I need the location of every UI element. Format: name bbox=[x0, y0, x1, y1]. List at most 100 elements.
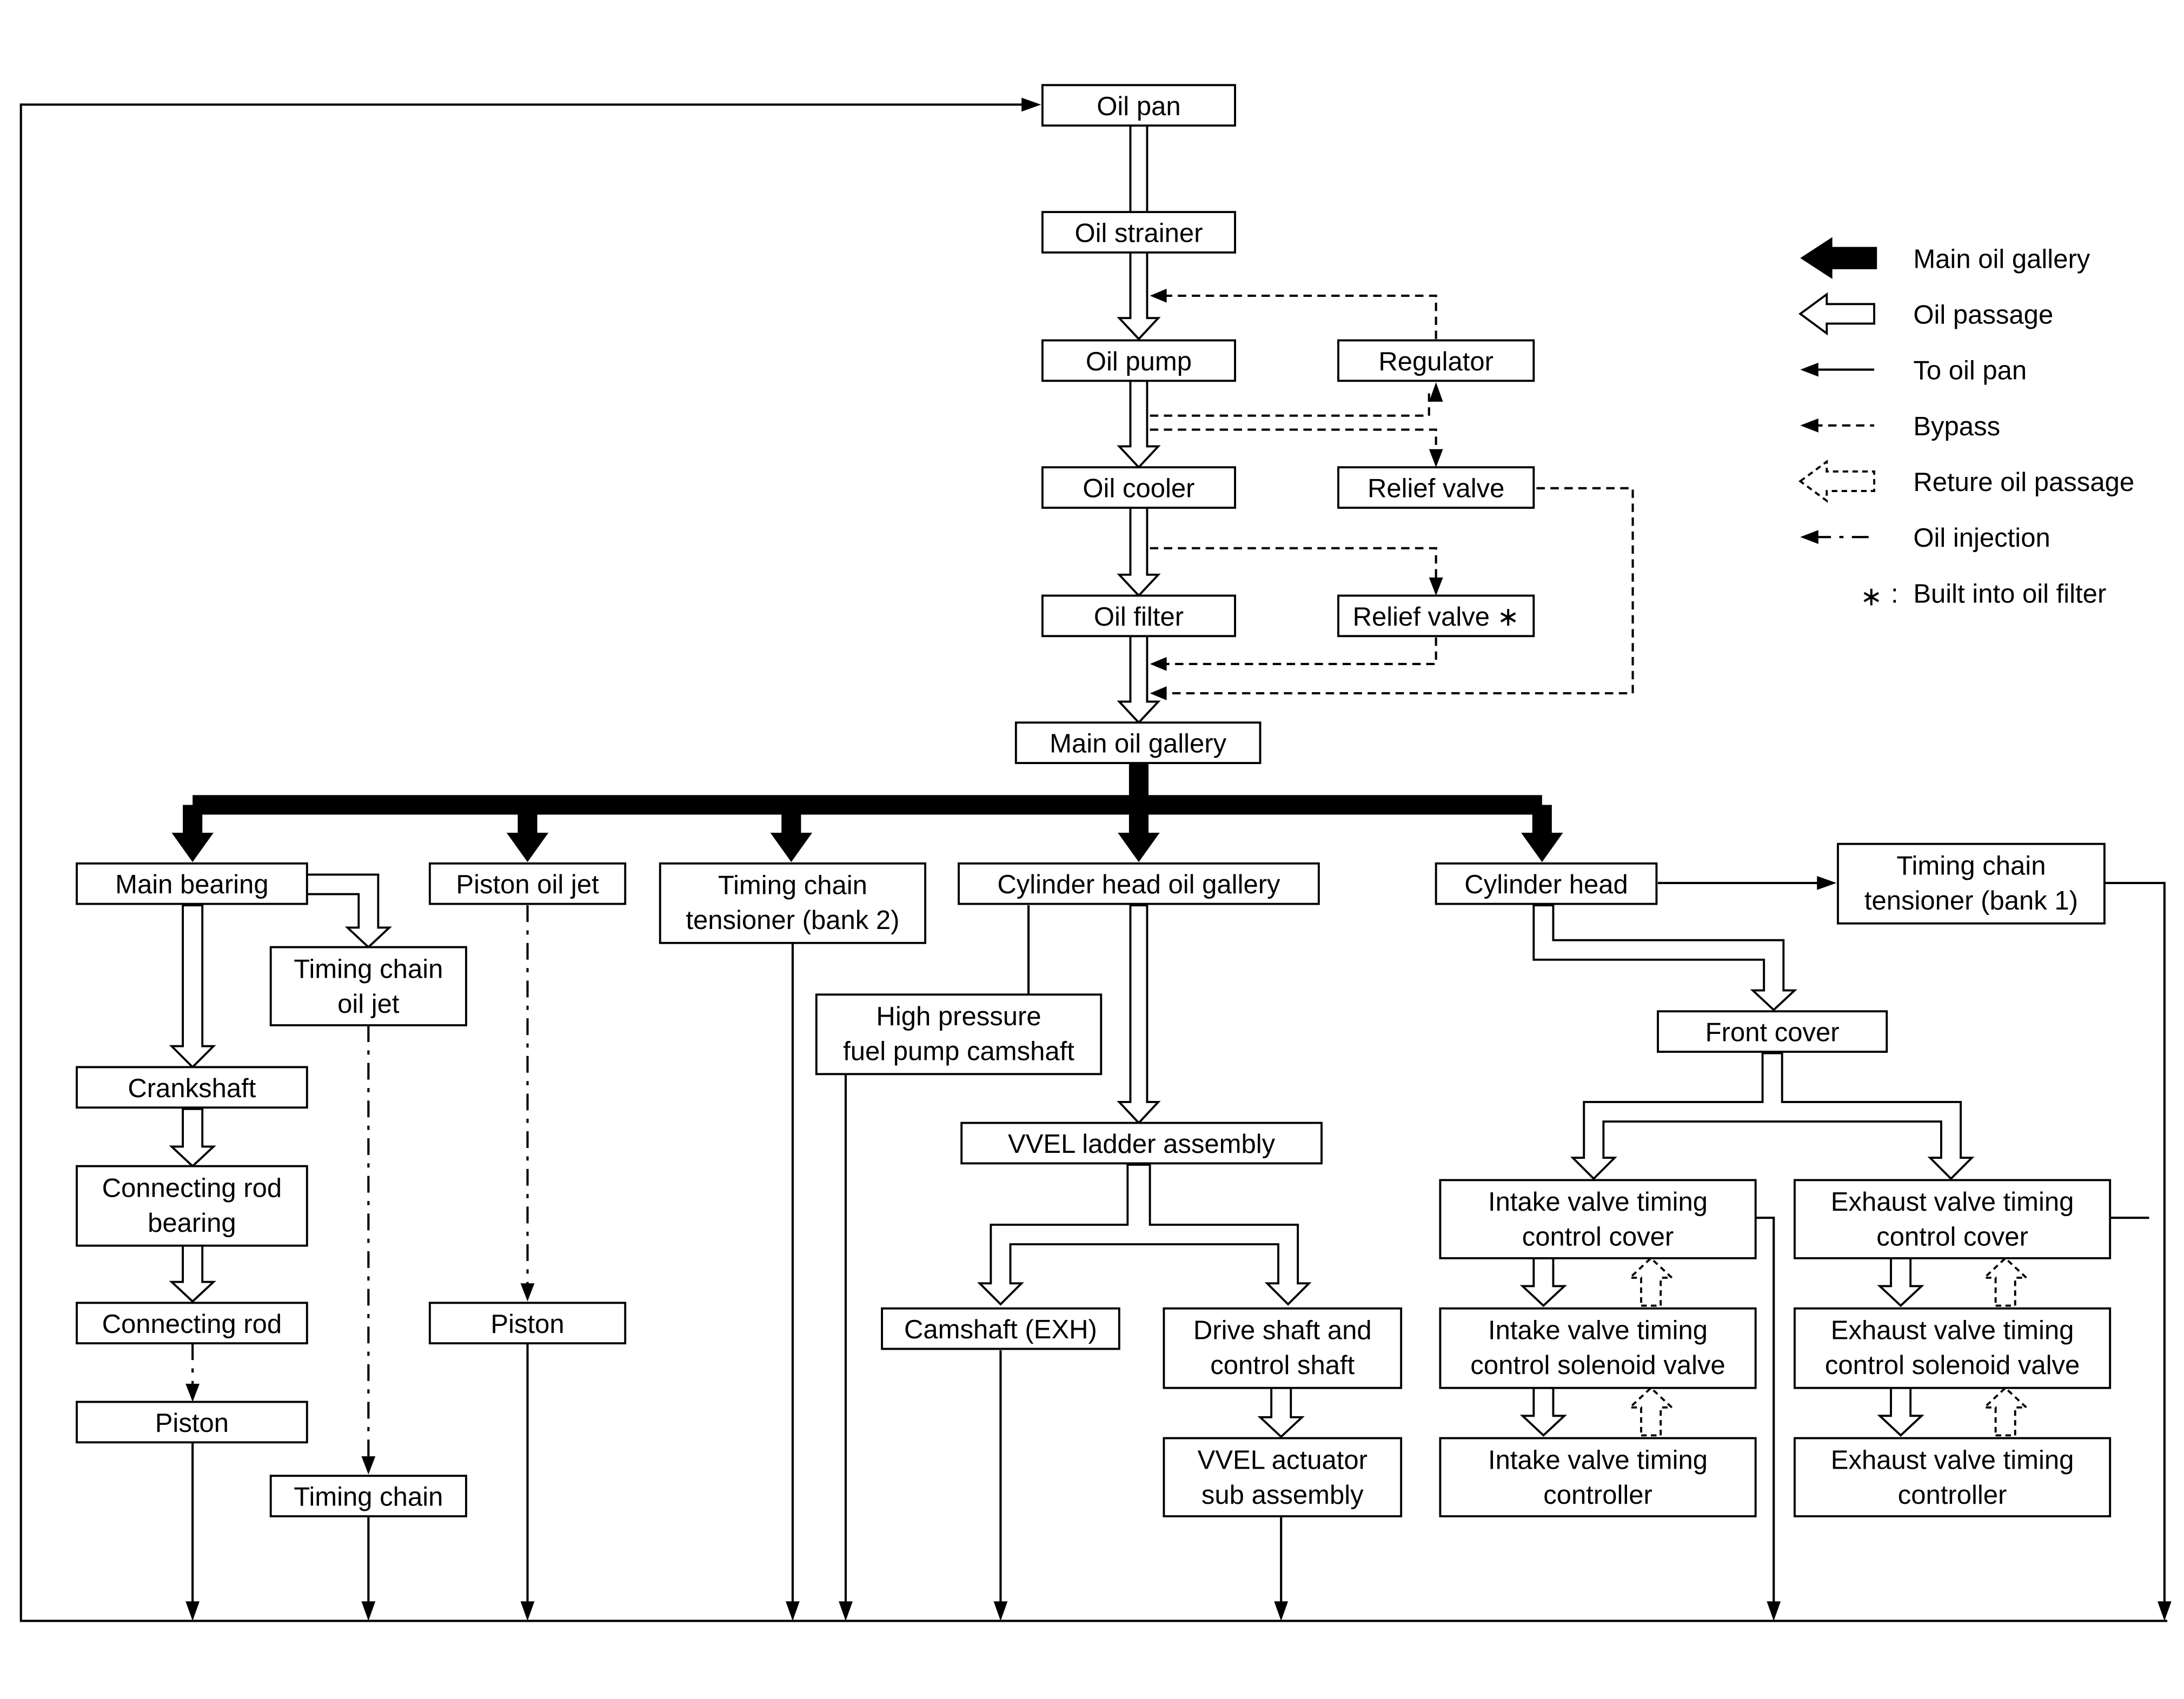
main-gallery-arrowhead bbox=[1118, 833, 1160, 862]
node-relief-valve: Relief valve bbox=[1337, 466, 1535, 509]
node-label: Oil strainer bbox=[1074, 219, 1203, 248]
node-front-cover: Front cover bbox=[1657, 1010, 1888, 1053]
arrowhead bbox=[786, 1601, 800, 1621]
legend-bypass-label: Bypass bbox=[1913, 412, 2000, 441]
node-piston-oil-jet: Piston oil jet bbox=[428, 862, 627, 905]
node-label: Exhaust valve timing bbox=[1831, 1445, 2074, 1475]
node-box bbox=[1041, 594, 1236, 638]
legend-oil-passage-label: Oil passage bbox=[1913, 300, 2053, 329]
connectors bbox=[19, 97, 2172, 1622]
oil-passage-arrow bbox=[1117, 507, 1161, 598]
main-gallery-arrowhead bbox=[1521, 833, 1563, 862]
node-label: control solenoid valve bbox=[1470, 1351, 1725, 1380]
legend-main-gallery-icon bbox=[1800, 237, 1877, 279]
node-box bbox=[1163, 1307, 1403, 1389]
node-box bbox=[76, 1401, 308, 1444]
main-gallery-arrowhead bbox=[770, 833, 813, 862]
node-drive-shaft-and-control-shaft: Drive shaft and control shaft bbox=[1163, 1307, 1403, 1389]
node-piston-jet: Piston bbox=[428, 1302, 627, 1345]
node-box bbox=[1337, 339, 1535, 382]
return-oil-passage-arrow bbox=[1627, 1386, 1675, 1437]
node-label: Connecting rod bbox=[102, 1173, 282, 1203]
node-label: control solenoid valve bbox=[1825, 1351, 2080, 1380]
main-gallery-arrowhead bbox=[171, 833, 214, 862]
arrowhead bbox=[361, 1456, 376, 1475]
node-box bbox=[76, 1165, 308, 1247]
node-box bbox=[269, 1475, 467, 1518]
legend-return-oil-passage-label: Reture oil passage bbox=[1913, 468, 2134, 497]
node-box bbox=[1439, 1179, 1757, 1259]
node-label: Oil filter bbox=[1094, 602, 1184, 632]
node-oil-filter: Oil filter bbox=[1041, 594, 1236, 638]
node-label: Exhaust valve timing bbox=[1831, 1187, 2074, 1217]
arrowhead bbox=[993, 1601, 1008, 1621]
oil-passage-arrow bbox=[1117, 380, 1161, 469]
node-vvel-ladder-assembly: VVEL ladder assembly bbox=[960, 1121, 1323, 1165]
node-box bbox=[1794, 1437, 2112, 1518]
node-label: Main oil gallery bbox=[1050, 729, 1226, 759]
node-label: Drive shaft and bbox=[1193, 1316, 1372, 1345]
node-cylinder-head: Cylinder head bbox=[1435, 862, 1658, 905]
node-label: Connecting rod bbox=[102, 1310, 282, 1339]
arrowhead bbox=[1767, 1601, 1781, 1621]
return-oil-passage-arrow bbox=[1627, 1257, 1675, 1307]
oil-passage-split-arrow bbox=[977, 1164, 1312, 1306]
node-label: tensioner (bank 1) bbox=[1864, 886, 2078, 915]
node-label: Oil pump bbox=[1086, 347, 1192, 376]
node-oil-strainer: Oil strainer bbox=[1041, 211, 1236, 254]
bypass-arrowhead bbox=[1150, 657, 1167, 671]
oil-passage-arrow bbox=[169, 1107, 216, 1168]
return-to-oil-pan-line bbox=[19, 103, 2168, 1622]
arrowhead bbox=[185, 1601, 200, 1621]
legend-to-oil-pan-label: To oil pan bbox=[1913, 356, 2027, 386]
node-label: Intake valve timing bbox=[1488, 1445, 1708, 1475]
node-label: Timing chain bbox=[1896, 851, 2046, 880]
oil-passage-arrow bbox=[169, 1244, 216, 1303]
node-label: Crankshaft bbox=[128, 1074, 256, 1103]
arrowhead bbox=[1817, 876, 1837, 890]
legend-return-oil-passage-icon bbox=[1798, 460, 1875, 503]
legend-arrowhead bbox=[1800, 362, 1818, 377]
node-box bbox=[881, 1307, 1120, 1350]
node-label: Relief valve ∗ bbox=[1353, 602, 1519, 632]
node-label: High pressure bbox=[876, 1002, 1041, 1031]
node-label: Cylinder head bbox=[1464, 870, 1628, 899]
node-main-bearing: Main bearing bbox=[76, 862, 308, 905]
node-box bbox=[1837, 842, 2106, 925]
bypass-relief-to-gallery-line bbox=[1162, 487, 1634, 695]
node-label: Camshaft (EXH) bbox=[904, 1315, 1097, 1344]
bypass-arrowhead bbox=[1150, 288, 1167, 303]
oil-passage-arrow bbox=[304, 873, 392, 949]
node-label: controller bbox=[1543, 1481, 1652, 1510]
node-timing-chain-tensioner-bank1: Timing chain tensioner (bank 1) bbox=[1837, 842, 2106, 925]
node-relief-valve-filter: Relief valve ∗ bbox=[1337, 594, 1535, 638]
node-box bbox=[1041, 339, 1236, 382]
bypass-arrowhead bbox=[1150, 686, 1167, 700]
node-label: Relief valve bbox=[1368, 474, 1504, 503]
bypass-arrowhead bbox=[1429, 449, 1443, 468]
node-label: control shaft bbox=[1210, 1351, 1355, 1380]
node-box bbox=[1041, 211, 1236, 254]
legend-arrowhead bbox=[1800, 530, 1818, 545]
arrowhead bbox=[839, 1601, 853, 1621]
node-label: Regulator bbox=[1378, 347, 1493, 376]
node-box bbox=[1337, 466, 1535, 509]
node-label: Cylinder head oil gallery bbox=[997, 870, 1280, 899]
node-label: Piston oil jet bbox=[456, 870, 599, 899]
node-box bbox=[659, 862, 927, 944]
to-oil-pan-line bbox=[2104, 881, 2166, 1609]
legend-arrowhead bbox=[1800, 418, 1818, 433]
node-box bbox=[269, 946, 467, 1026]
arrowhead bbox=[520, 1601, 535, 1621]
node-label: Oil cooler bbox=[1083, 474, 1194, 503]
arrowhead bbox=[1274, 1601, 1289, 1621]
oil-passage-arrow bbox=[1877, 1257, 1924, 1308]
node-label: Piston bbox=[490, 1310, 564, 1339]
